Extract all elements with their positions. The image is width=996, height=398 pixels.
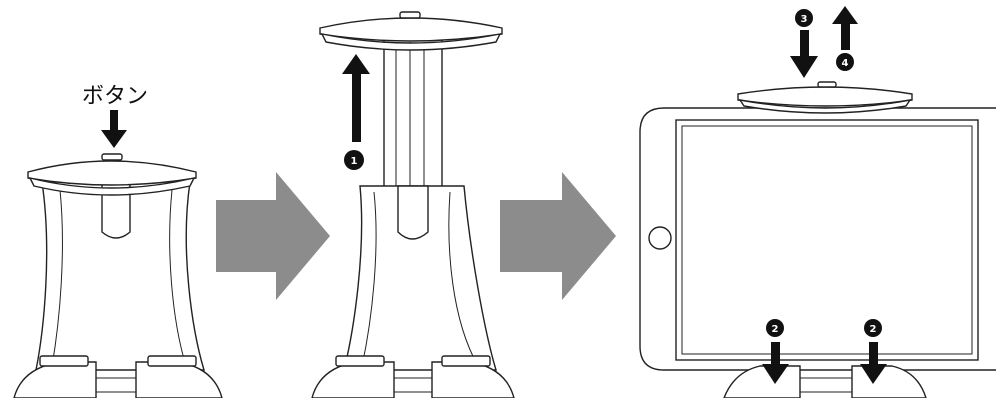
svg-text:4: 4 xyxy=(842,58,849,69)
step-2-badge: 2 xyxy=(864,319,882,337)
step-3-badge: 3 xyxy=(795,9,813,27)
up-arrow-icon xyxy=(342,54,370,142)
stand-top-clamp xyxy=(737,81,913,114)
right-arrow-icon xyxy=(500,172,616,300)
svg-text:1: 1 xyxy=(351,156,358,167)
svg-text:2: 2 xyxy=(772,324,779,335)
right-arrow-icon xyxy=(216,172,330,300)
stand-extended xyxy=(311,11,515,398)
button-label: ボタン xyxy=(82,84,148,109)
step-4-badge: 4 xyxy=(836,53,854,71)
down-arrow-icon xyxy=(860,342,887,384)
home-button xyxy=(648,226,672,250)
svg-text:3: 3 xyxy=(801,14,808,25)
down-arrow-icon xyxy=(101,110,127,148)
stand-feet xyxy=(723,365,927,398)
svg-text:2: 2 xyxy=(870,324,877,335)
down-arrow-icon xyxy=(762,342,789,384)
tablet xyxy=(639,107,996,371)
up-arrow-icon xyxy=(832,6,858,50)
step-2-badge: 2 xyxy=(766,319,784,337)
step-1-badge: 1 xyxy=(344,150,364,170)
stand-collapsed xyxy=(13,153,223,398)
down-arrow-icon xyxy=(790,30,818,78)
